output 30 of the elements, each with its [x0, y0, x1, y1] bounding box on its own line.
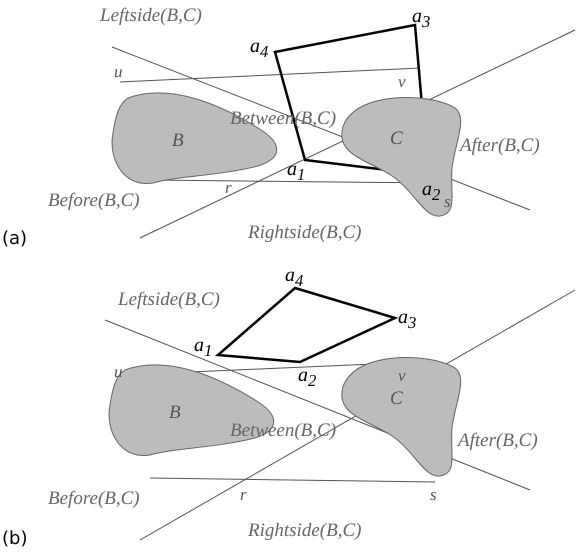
blob-label: B	[169, 402, 181, 424]
region-label: Rightside(B,C)	[248, 222, 362, 244]
panel-label: (b)	[2, 528, 28, 549]
blob-label: C	[390, 128, 403, 150]
region-label: After(B,C)	[458, 430, 538, 452]
point-label: r	[240, 485, 247, 505]
blob-label: B	[172, 130, 184, 152]
vertex-label: a$_{1}$	[287, 158, 306, 185]
point-label: v	[398, 366, 406, 386]
vertex-label: a$_{3}$	[412, 5, 430, 32]
point-label: s	[444, 192, 451, 212]
region-label: Before(B,C)	[48, 190, 140, 212]
vertex-label: a$_{4}$	[285, 264, 304, 291]
point-label: u	[114, 62, 122, 82]
panel-label: (a)	[2, 228, 28, 249]
blob-label: C	[390, 388, 403, 410]
point-label: r	[225, 178, 232, 198]
region-label: Before(B,C)	[48, 488, 140, 510]
point-label: s	[430, 485, 437, 505]
region-label: Rightside(B,C)	[248, 520, 362, 542]
region-label: Leftside(B,C)	[118, 289, 220, 311]
vertex-label: a$_{2}$	[298, 364, 316, 391]
point-label: v	[398, 72, 406, 92]
vertex-label: a$_{3}$	[398, 306, 416, 333]
region-label: After(B,C)	[460, 135, 540, 157]
region-label: Leftside(B,C)	[100, 5, 202, 27]
vertex-label: a$_{4}$	[250, 35, 268, 62]
vertex-label: a$_{2}$	[422, 178, 440, 205]
point-label: u	[114, 362, 122, 382]
vertex-label: a$_{1}$	[194, 334, 212, 361]
